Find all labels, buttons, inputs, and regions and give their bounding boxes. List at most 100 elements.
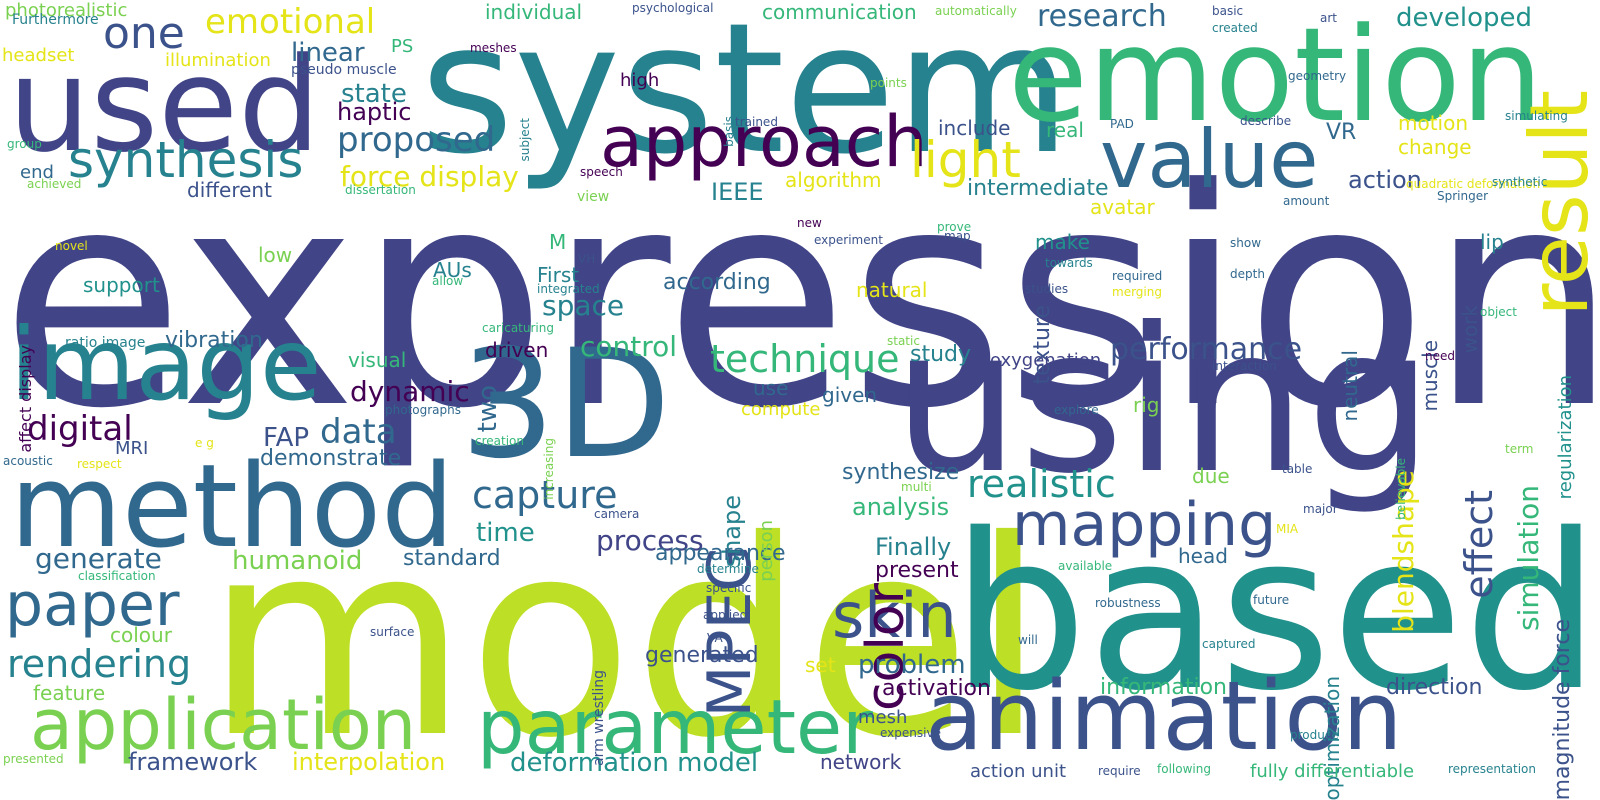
word-meshes: meshes: [470, 41, 517, 55]
word-future: future: [1253, 593, 1290, 607]
word-person: person: [756, 520, 777, 582]
word-change: change: [1398, 135, 1472, 159]
word-linear: linear: [291, 38, 365, 68]
word-simulation: simulation: [1512, 485, 1545, 631]
word-generated: generated: [645, 643, 759, 668]
word-using: using: [893, 285, 1434, 518]
word-problem: problem: [858, 650, 966, 680]
word-subject: subject: [518, 118, 532, 162]
word-amount: amount: [1283, 194, 1330, 208]
word-study: study: [910, 342, 972, 367]
word-simulating: simulating: [1505, 109, 1568, 123]
word-system: system: [420, 0, 1071, 194]
word-created: created: [1212, 21, 1258, 35]
word-skin: skin: [832, 579, 957, 652]
word-ps: PS: [391, 36, 414, 57]
word-present: present: [875, 558, 959, 583]
word-static: static: [887, 334, 920, 348]
word-realistic: realistic: [967, 462, 1116, 506]
word-analysis: analysis: [852, 493, 950, 521]
word-experiment: experiment: [814, 233, 883, 247]
word-avatar: avatar: [1090, 195, 1155, 219]
word-based: based: [951, 487, 1600, 738]
word-interaction: interaction: [1212, 359, 1277, 373]
word-integrated: integrated: [537, 282, 600, 296]
word-according: according: [663, 270, 771, 295]
word-pseudo-muscle: pseudo muscle: [291, 62, 397, 78]
word-expression: expression: [0, 125, 1600, 474]
word-research: research: [1037, 0, 1167, 34]
word-state: state: [341, 79, 407, 109]
word-support: support: [83, 273, 160, 297]
word-application: application: [30, 684, 417, 766]
word-network: network: [820, 750, 902, 774]
word-ratio-image: ratio image: [65, 335, 146, 351]
word-algorithm: algorithm: [785, 168, 882, 192]
word-show: show: [1230, 236, 1262, 250]
word-rendering: rendering: [7, 642, 192, 686]
word-vibration: vibration: [165, 328, 263, 353]
word-applied: applied: [703, 608, 748, 622]
word-automatically: automatically: [935, 4, 1017, 18]
word-high: high: [620, 70, 660, 91]
word-different: different: [187, 178, 272, 202]
word-available: available: [1058, 559, 1113, 573]
word-colour: colour: [110, 623, 172, 647]
word-use: use: [753, 376, 789, 400]
word-performance: performance: [1110, 332, 1303, 367]
word-illumination: illumination: [165, 50, 271, 71]
word-parameter: parameter: [477, 683, 873, 771]
word-texture: texture: [1030, 305, 1055, 385]
word-dissertation: dissertation: [345, 183, 416, 197]
word-motion: motion: [1398, 111, 1469, 135]
word-activation: activation: [882, 676, 991, 701]
word-ieee: IEEE: [711, 178, 764, 206]
word-points: points: [870, 76, 907, 90]
word-magnitude-force: magnitude force: [1550, 618, 1575, 800]
word-expensive: expensive: [880, 726, 941, 740]
word-dynamic: dynamic: [350, 375, 470, 408]
word-produce: produce: [1290, 728, 1339, 742]
word-major: major: [1303, 502, 1338, 516]
word-digital: digital: [27, 409, 133, 449]
word-intermediate: intermediate: [967, 176, 1109, 201]
word-approach: approach: [600, 101, 928, 183]
word-space: space: [542, 289, 625, 322]
word-photographs: photographs: [385, 403, 461, 417]
word-capture: capture: [472, 473, 618, 517]
word-time: time: [476, 518, 535, 548]
word-mapping: mapping: [1012, 490, 1277, 560]
word-towards: towards: [1045, 256, 1093, 270]
word-creation: creation: [475, 434, 524, 448]
word-emotional: emotional: [205, 2, 376, 42]
word-3d: 3D: [460, 318, 671, 492]
word-feature: feature: [33, 681, 106, 705]
word-synthetic: synthetic: [1492, 175, 1548, 189]
word-speech: speech: [580, 165, 623, 179]
word-furthermore: Furthermore: [12, 12, 99, 28]
word-require: require: [1098, 764, 1141, 778]
word-va: VA: [707, 631, 723, 645]
word-achieved: achieved: [27, 177, 82, 191]
word-basic: basic: [1212, 4, 1244, 18]
word-generate: generate: [35, 542, 162, 575]
word-rig: rig: [1133, 393, 1160, 417]
word-include: include: [938, 116, 1011, 140]
word-light: light: [910, 131, 1021, 189]
word-individual: individual: [485, 0, 583, 24]
word-animation: animation: [925, 662, 1403, 772]
word-oxygenation: oxygenation: [990, 350, 1102, 371]
word-studies: studies: [1025, 282, 1069, 296]
word-prove: prove: [937, 220, 972, 234]
word-deformation-model: deformation model: [510, 748, 759, 778]
word-quadratic-deformation: quadratic deformation: [1406, 177, 1541, 191]
word-pad: PAD: [1110, 117, 1134, 131]
word-respect: respect: [77, 457, 122, 471]
word-interpolation: interpolation: [292, 748, 446, 776]
word-group: group: [7, 137, 42, 151]
word-technique: technique: [710, 337, 900, 381]
word-mia: MIA: [1276, 522, 1299, 536]
word-result: result: [1513, 90, 1600, 317]
word-arm-wrestling: arm wrestling: [591, 670, 607, 767]
